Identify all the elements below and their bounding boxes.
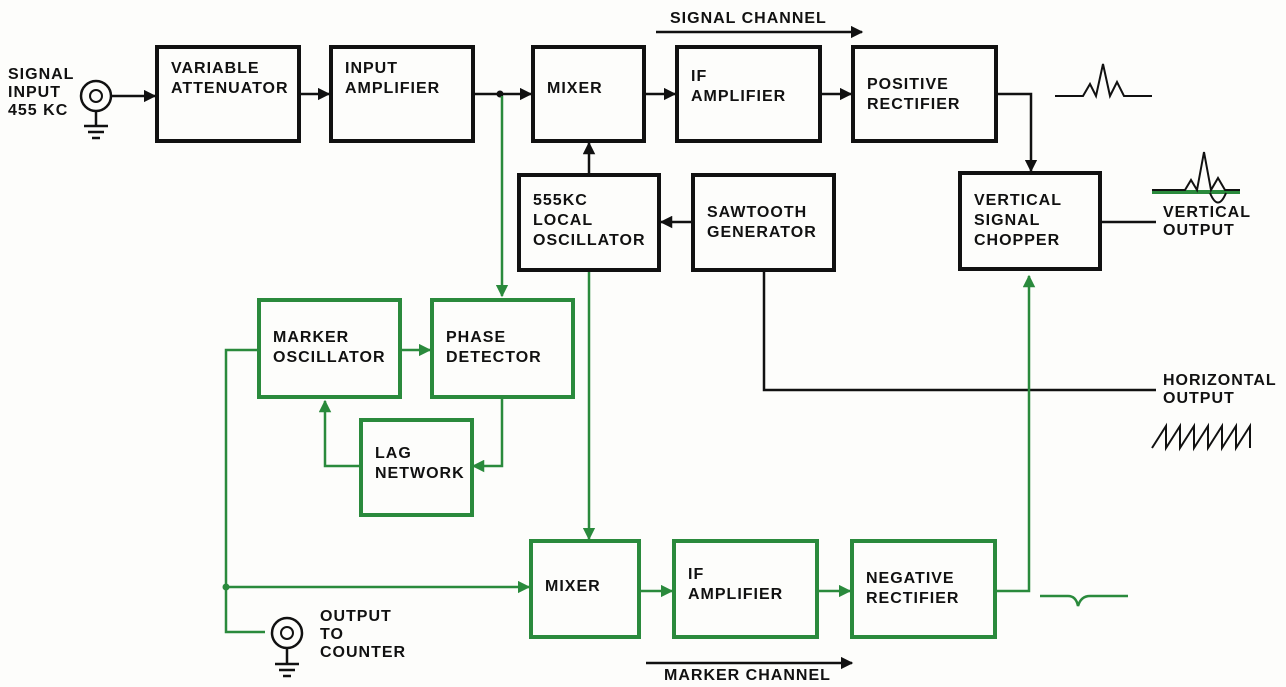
phase-detector-block: PHASE DETECTOR bbox=[430, 298, 575, 399]
input-amplifier-block: INPUT AMPLIFIER bbox=[329, 45, 475, 143]
label-line: HORIZONTAL bbox=[1163, 372, 1277, 389]
block-label-line: OSCILLATOR bbox=[273, 349, 386, 366]
signal-wires bbox=[111, 25, 1156, 670]
negative-rectifier-block: NEGATIVE RECTIFIER bbox=[850, 539, 997, 639]
if-amplifier-block: IF AMPLIFIER bbox=[675, 45, 822, 143]
negative-pulse-waveform-icon bbox=[1040, 594, 1128, 607]
lag-network-block: LAG NETWORK bbox=[359, 418, 474, 517]
label-line: VERTICAL bbox=[1163, 204, 1251, 221]
vertical-signal-chopper-block: VERTICAL SIGNAL CHOPPER bbox=[958, 171, 1102, 271]
block-label-line: NETWORK bbox=[375, 465, 465, 482]
mixer-block: MIXER bbox=[531, 45, 646, 143]
label-line: OUTPUT bbox=[1163, 222, 1235, 239]
block-label-line: IF bbox=[691, 68, 708, 85]
block-label-line: SIGNAL bbox=[974, 212, 1041, 229]
label-line: SIGNAL bbox=[8, 66, 75, 83]
block-label-line: RECTIFIER bbox=[867, 96, 961, 113]
junction-dot bbox=[496, 90, 504, 98]
marker-mixer-block: MIXER bbox=[529, 539, 641, 639]
signal-channel-label: SIGNAL CHANNEL bbox=[670, 10, 827, 27]
block-label-line: VARIABLE bbox=[171, 60, 260, 77]
label-line: COUNTER bbox=[320, 644, 407, 661]
positive-rectifier-block: POSITIVE RECTIFIER bbox=[851, 45, 998, 143]
block-label-line: AMPLIFIER bbox=[688, 586, 784, 603]
block-label-line: IF bbox=[688, 566, 705, 583]
junction-dot bbox=[222, 583, 230, 591]
signal-input-label: SIGNAL INPUT 455 KC bbox=[8, 66, 74, 120]
input-jack-icon bbox=[79, 79, 113, 140]
local-oscillator-block: 555KC LOCAL OSCILLATOR bbox=[517, 173, 661, 272]
block-label-line: MARKER bbox=[273, 329, 350, 346]
block-label-line: VERTICAL bbox=[974, 192, 1062, 209]
sawtooth-waveform-icon bbox=[1151, 422, 1251, 452]
block-label-line: LOCAL bbox=[533, 212, 594, 229]
block-label-line: LAG bbox=[375, 445, 412, 462]
block-label-line: GENERATOR bbox=[707, 224, 817, 241]
marker-channel-label: MARKER CHANNEL bbox=[664, 667, 831, 684]
marker-oscillator-block: MARKER OSCILLATOR bbox=[257, 298, 402, 399]
block-label-line: OSCILLATOR bbox=[533, 232, 646, 249]
vertical-output-label: VERTICAL OUTPUT bbox=[1163, 204, 1251, 240]
block-label-line: MIXER bbox=[545, 578, 601, 595]
block-label-line: POSITIVE bbox=[867, 76, 949, 93]
sawtooth-generator-block: SAWTOOTH GENERATOR bbox=[691, 173, 836, 272]
counter-jack-icon bbox=[270, 616, 304, 678]
label-line: TO bbox=[320, 626, 344, 643]
label-line: OUTPUT bbox=[1163, 390, 1235, 407]
positive-pulse-waveform-icon bbox=[1055, 63, 1152, 99]
block-label-line: SAWTOOTH bbox=[707, 204, 808, 221]
block-label-line: AMPLIFIER bbox=[691, 88, 787, 105]
variable-attenuator-block: VARIABLE ATTENUATOR bbox=[155, 45, 301, 143]
block-label-line: 555KC bbox=[533, 192, 588, 209]
marker-if-amplifier-block: IF AMPLIFIER bbox=[672, 539, 819, 639]
label-line: INPUT bbox=[8, 84, 61, 101]
block-label-line: AMPLIFIER bbox=[345, 80, 441, 97]
horizontal-output-label: HORIZONTAL OUTPUT bbox=[1163, 372, 1277, 408]
block-label-line: RECTIFIER bbox=[866, 590, 960, 607]
block-label-line: PHASE bbox=[446, 329, 507, 346]
combined-pulse-waveform-icon bbox=[1152, 151, 1240, 204]
block-label-line: DETECTOR bbox=[446, 349, 542, 366]
output-to-counter-label: OUTPUT TO COUNTER bbox=[320, 608, 406, 662]
label-line: OUTPUT bbox=[320, 608, 392, 625]
block-label-line: ATTENUATOR bbox=[171, 80, 289, 97]
block-label-line: INPUT bbox=[345, 60, 398, 77]
block-label-line: NEGATIVE bbox=[866, 570, 955, 587]
label-line: 455 KC bbox=[8, 102, 69, 119]
block-label-line: MIXER bbox=[547, 80, 603, 97]
block-label-line: CHOPPER bbox=[974, 232, 1061, 249]
marker-wires bbox=[224, 96, 1036, 634]
